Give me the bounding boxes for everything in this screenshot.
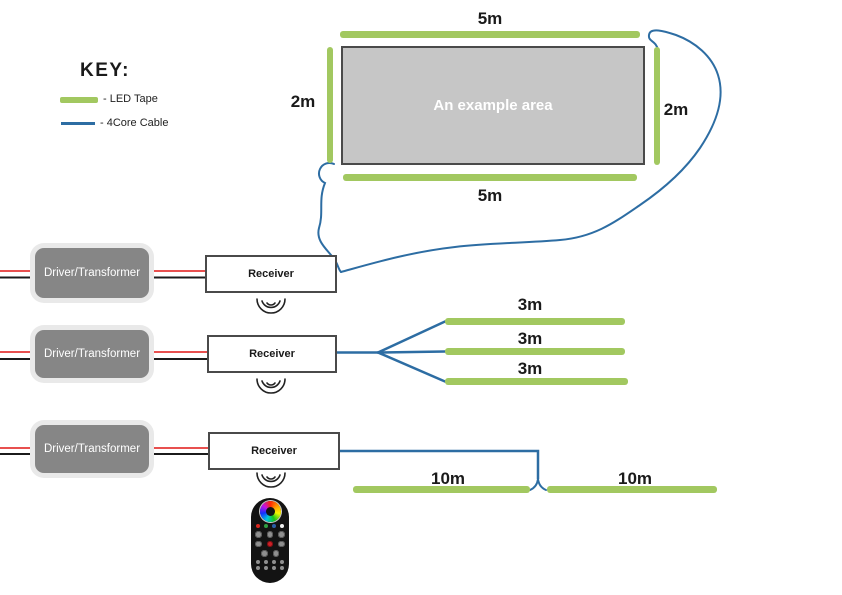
signal-waves-icon	[256, 472, 286, 488]
dimension-3m-2: 3m	[517, 329, 543, 348]
remote-button-row	[253, 540, 288, 547]
remote-button	[264, 565, 268, 570]
cable-area-right-corner	[340, 29, 722, 273]
dimension-10m-1: 10m	[430, 469, 466, 488]
remote-button	[280, 565, 284, 570]
remote-button	[256, 559, 260, 564]
receiver-1-label: Receiver	[248, 268, 294, 280]
dimension-bottom: 5m	[477, 186, 503, 205]
led-strip-area-left	[327, 47, 333, 163]
signal-waves-icon	[256, 298, 286, 314]
receiver-2: Receiver	[207, 335, 337, 373]
remote-button	[272, 550, 279, 557]
rgb-remote-control	[251, 498, 289, 583]
dimension-left: 2m	[290, 92, 316, 111]
driver-transformer-1-label: Driver/Transformer	[43, 267, 141, 279]
remote-button	[278, 531, 285, 538]
remote-color-keys	[254, 524, 286, 528]
led-strip-area-top	[340, 31, 640, 38]
color-wheel-icon	[259, 501, 281, 522]
key-4core-cable-swatch	[61, 122, 95, 125]
dimension-right: 2m	[663, 100, 689, 119]
example-area-label: An example area	[433, 97, 553, 114]
cable-row2-branch-mid	[376, 350, 447, 354]
red-key-icon	[256, 524, 260, 528]
led-strip-area-bottom	[343, 174, 637, 181]
remote-button	[256, 565, 260, 570]
remote-zone-keys-row	[254, 565, 286, 570]
remote-button-row	[259, 550, 282, 557]
led-strip-area-right	[654, 47, 660, 165]
remote-button	[278, 540, 285, 547]
driver-transformer-1: Driver/Transformer	[35, 248, 149, 298]
led-strip-10m-2	[547, 486, 717, 493]
driver-transformer-3-label: Driver/Transformer	[43, 443, 141, 455]
receiver-3: Receiver	[208, 432, 340, 470]
driver-transformer-2-label: Driver/Transformer	[43, 348, 141, 360]
led-strip-3m-3	[445, 378, 628, 385]
remote-button	[255, 531, 262, 538]
cable-row2-branch-bottom	[376, 351, 447, 383]
led-strip-3m-2	[445, 348, 625, 355]
led-strip-10m-1	[353, 486, 530, 493]
remote-zone-keys-row	[254, 559, 286, 564]
key-led-tape-label: - LED Tape	[103, 93, 158, 105]
dimension-3m-1: 3m	[517, 295, 543, 314]
key-title: KEY:	[80, 60, 130, 81]
receiver-1: Receiver	[205, 255, 337, 293]
cable-row3-run	[340, 449, 540, 479]
remote-button	[264, 559, 268, 564]
cable-row2-branch-top	[376, 320, 447, 354]
example-area: An example area	[341, 46, 645, 165]
led-strip-3m-1	[445, 318, 625, 325]
key-4core-cable-label: - 4Core Cable	[100, 117, 169, 129]
dimension-10m-2: 10m	[617, 469, 653, 488]
driver-transformer-3: Driver/Transformer	[35, 425, 149, 473]
dimension-top: 5m	[477, 9, 503, 28]
power-button-icon	[266, 540, 274, 547]
remote-button	[266, 531, 274, 538]
white-key-icon	[280, 524, 284, 528]
receiver-2-label: Receiver	[249, 348, 295, 360]
remote-button	[280, 559, 284, 564]
key-led-tape-swatch	[60, 97, 98, 103]
remote-button	[272, 565, 276, 570]
receiver-3-label: Receiver	[251, 445, 297, 457]
green-key-icon	[264, 524, 268, 528]
driver-transformer-2: Driver/Transformer	[35, 330, 149, 378]
cable-row3-splitter	[529, 478, 547, 491]
remote-button	[255, 540, 262, 547]
signal-waves-icon	[256, 378, 286, 394]
cable-area-left-corner	[317, 162, 342, 273]
blue-key-icon	[272, 524, 276, 528]
remote-button	[261, 550, 268, 557]
dimension-3m-3: 3m	[517, 359, 543, 378]
remote-button-row	[253, 531, 288, 538]
remote-button	[272, 559, 276, 564]
